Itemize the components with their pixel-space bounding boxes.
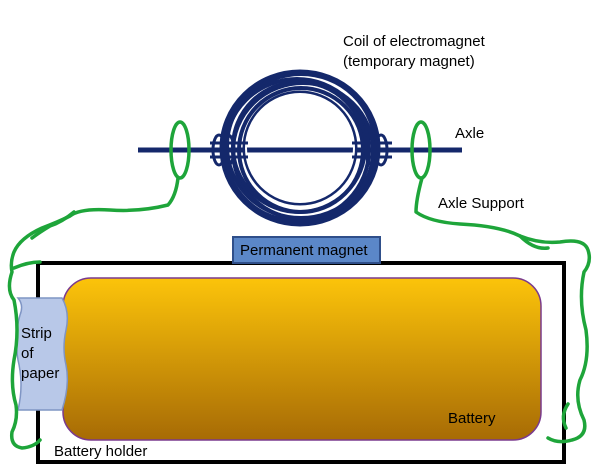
strip-label-line2: of [21, 345, 34, 362]
strip-label-line3: paper [21, 365, 59, 382]
battery-label: Battery [448, 410, 496, 427]
axle-support-label: Axle Support [438, 195, 525, 212]
coil-label-line2: (temporary magnet) [343, 53, 475, 70]
paper-strip [15, 297, 69, 411]
axle-support-wires [7, 120, 592, 450]
coil-leads [210, 133, 392, 167]
permanent-magnet [232, 236, 381, 264]
permanent-magnet-label: Permanent magnet [240, 242, 368, 259]
battery-holder-label: Battery holder [54, 443, 147, 460]
axle-label: Axle [455, 125, 484, 142]
strip-label-line1: Strip [21, 325, 52, 342]
coil-label-line1: Coil of electromagnet [343, 33, 486, 50]
